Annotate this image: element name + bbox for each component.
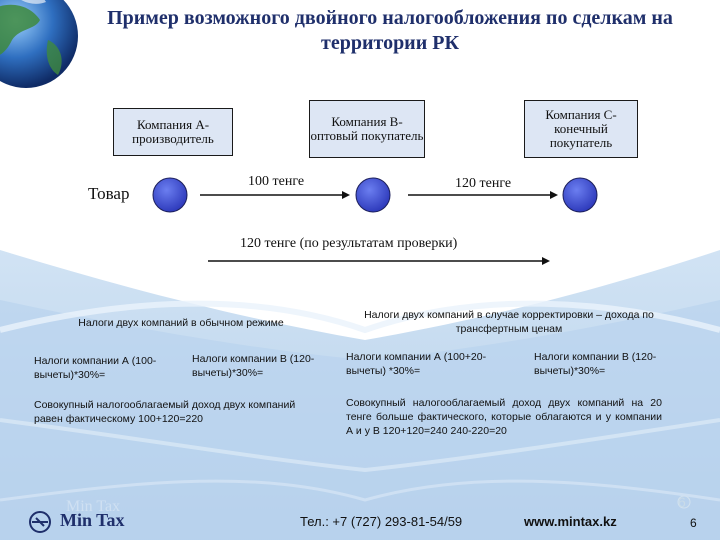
company-a-node bbox=[153, 178, 187, 212]
company-a-box: Компания А-производитель bbox=[113, 108, 233, 156]
price-a-to-b: 100 тенге bbox=[248, 174, 304, 190]
company-b-node bbox=[356, 178, 390, 212]
website-link[interactable]: www.mintax.kz bbox=[524, 514, 617, 529]
globe-icon bbox=[0, 0, 78, 88]
company-c-box: Компания С-конечный покупатель bbox=[524, 100, 638, 158]
company-b-label: Компания В-оптовый покупатель bbox=[310, 115, 424, 143]
page-title: Пример возможного двойного налогообложен… bbox=[100, 6, 680, 56]
adjusted-total: Совокупный налогооблагаемый доход двух к… bbox=[346, 396, 662, 438]
company-b-box: Компания В-оптовый покупатель bbox=[309, 100, 425, 158]
logo-icon bbox=[28, 510, 52, 534]
price-b-to-c: 120 тенге bbox=[455, 176, 511, 192]
adjusted-heading: Налоги двух компаний в случае корректиро… bbox=[344, 308, 674, 336]
normal-heading: Налоги двух компаний в обычном режиме bbox=[36, 316, 326, 330]
normal-tax-b: Налоги компании В (120-вычеты)*30%= bbox=[192, 352, 322, 380]
audit-price-label: 120 тенге (по результатам проверки) bbox=[240, 236, 457, 252]
adjusted-tax-a: Налоги компании А (100+20-вычеты) *30%= bbox=[346, 350, 498, 378]
phone-number: Тел.: +7 (727) 293-81-54/59 bbox=[300, 514, 462, 529]
adjusted-tax-b: Налоги компании В (120-вычеты)*30%= bbox=[534, 350, 674, 378]
company-c-node bbox=[563, 178, 597, 212]
normal-tax-a: Налоги компании А (100-вычеты)*30%= bbox=[34, 354, 166, 382]
ghost-slide-number: 6 bbox=[678, 494, 686, 510]
company-a-label: Компания А-производитель bbox=[114, 118, 232, 146]
goods-label: Товар bbox=[88, 184, 129, 204]
slide-number: 6 bbox=[690, 516, 697, 530]
company-c-label: Компания С-конечный покупатель bbox=[525, 108, 637, 150]
normal-total: Совокупный налогооблагаемый доход двух к… bbox=[34, 398, 326, 426]
logo-text: Min Tax bbox=[60, 510, 125, 531]
